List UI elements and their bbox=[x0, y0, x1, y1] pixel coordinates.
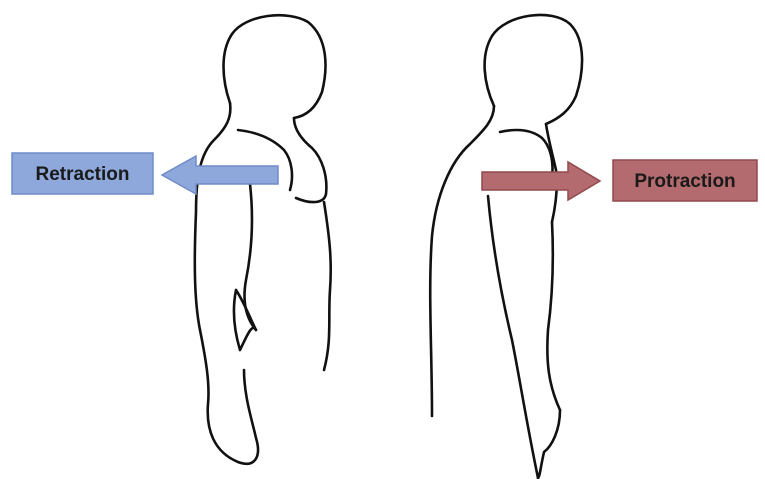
right-figure-arm-back bbox=[488, 196, 538, 478]
retraction-figure bbox=[195, 15, 331, 463]
left-figure-forearm bbox=[200, 330, 258, 464]
protraction-figure bbox=[430, 15, 582, 478]
retraction-label: Retraction bbox=[36, 164, 130, 185]
left-figure-torso-front bbox=[324, 202, 331, 370]
right-figure-shoulder bbox=[500, 130, 553, 178]
left-figure-chest bbox=[294, 118, 326, 202]
retraction-label-box: Retraction bbox=[12, 153, 153, 194]
protraction-label-box: Protraction bbox=[613, 160, 757, 201]
arrow-right-icon bbox=[482, 162, 600, 200]
right-figure-head bbox=[485, 15, 582, 124]
protraction-label: Protraction bbox=[634, 171, 735, 192]
arrow-left-icon bbox=[162, 156, 278, 194]
retraction-arrow-group bbox=[162, 156, 278, 194]
protraction-arrow-group bbox=[482, 162, 600, 200]
right-figure-hand bbox=[538, 410, 560, 478]
right-figure-arm-front bbox=[547, 222, 560, 410]
right-figure-back bbox=[430, 106, 494, 416]
left-figure-back bbox=[195, 103, 231, 330]
left-figure-head bbox=[224, 15, 326, 118]
